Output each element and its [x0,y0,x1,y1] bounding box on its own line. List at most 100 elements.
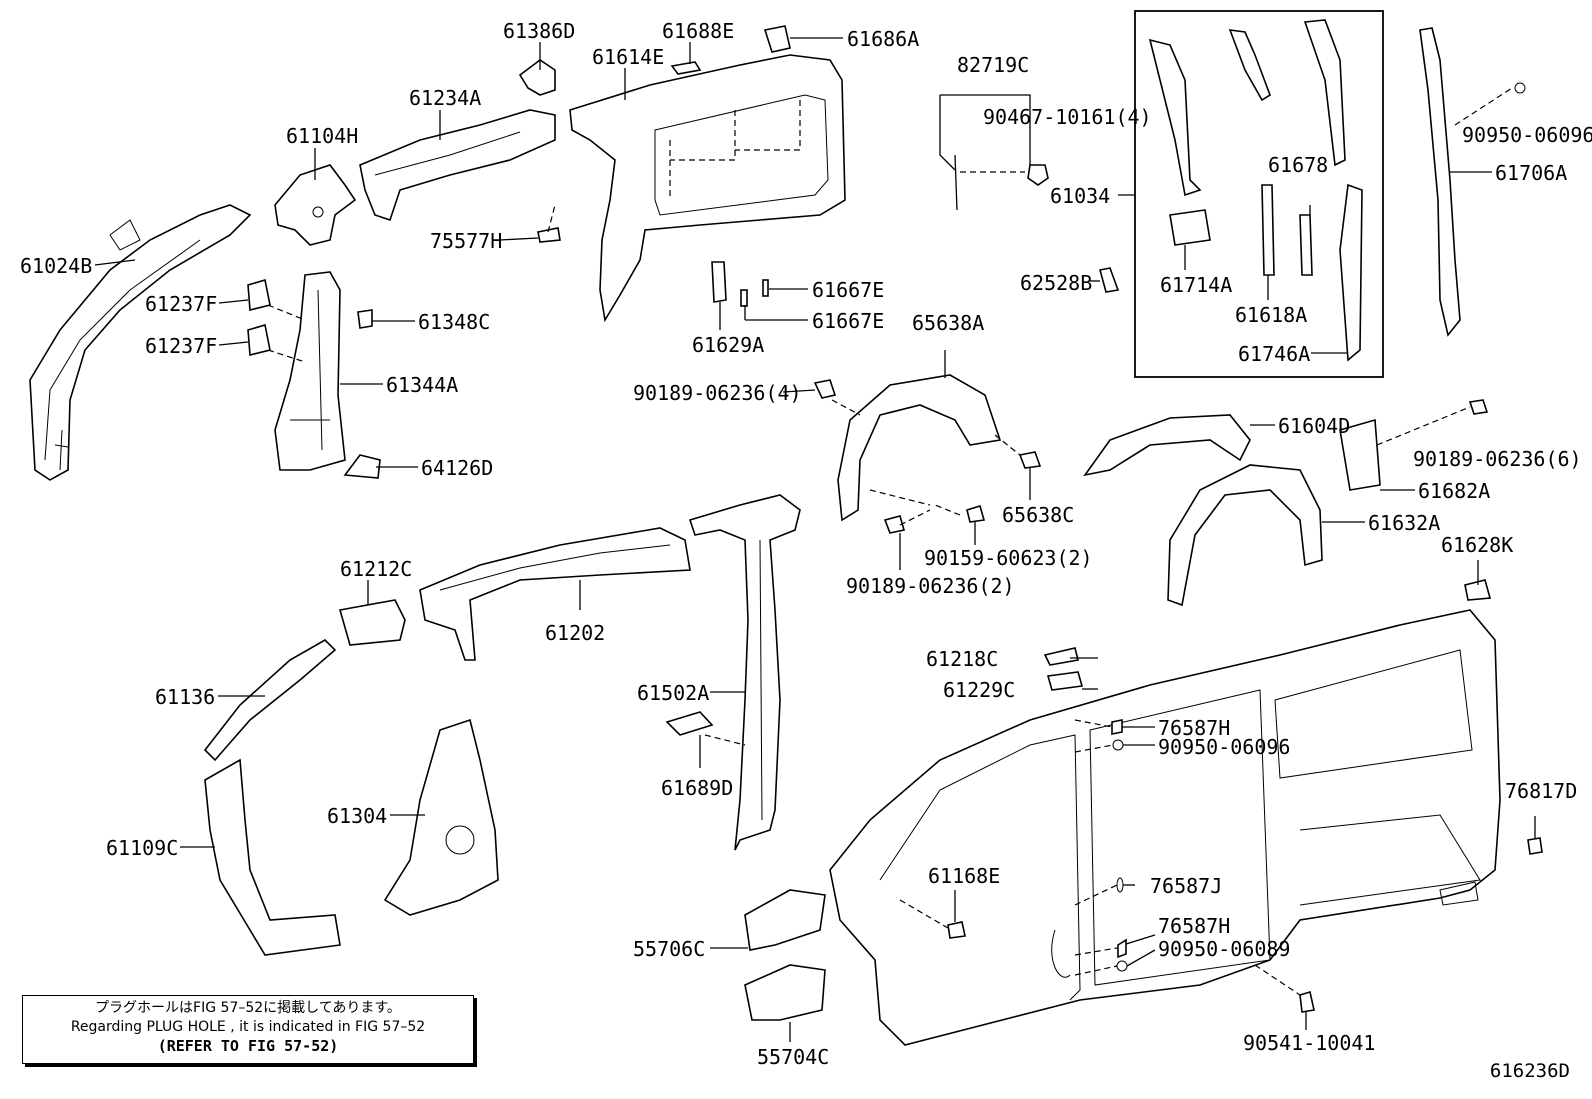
label-90950-06096-b: 90950-06096 [1158,735,1290,759]
label-61614e: 61614E [592,45,664,69]
part-61667e [740,279,769,307]
label-61678: 61678 [1268,153,1328,177]
label-61628k: 61628K [1441,533,1513,557]
leader-lines [94,37,1536,1042]
label-61237f-b: 61237F [145,334,217,358]
label-61688e: 61688E [662,19,734,43]
part-61237f-b [247,323,271,357]
label-90159: 90159-60623(2) [924,546,1093,570]
part-61304 [383,718,499,916]
part-61218c [1043,647,1079,666]
note-reference: (REFER TO FIG 57-52) [157,1037,339,1055]
part-61136 [203,639,337,762]
label-61682a: 61682A [1418,479,1490,503]
label-61386d: 61386D [503,19,575,43]
label-90541: 90541-10041 [1243,1031,1375,1055]
part-61386d [518,59,556,96]
label-55704c: 55704C [757,1045,829,1069]
label-61202: 61202 [545,621,605,645]
label-76587h-a: 76587H [1158,716,1230,740]
part-61688e [670,61,702,75]
part-61686a [763,25,791,53]
part-labels: 61386D 61688E 61686A 61614E 61234A 61104… [20,19,1592,1069]
part-55704c [744,964,826,1021]
part-61604d [1083,414,1251,477]
label-61667e-a: 61667E [812,278,884,302]
label-61344a: 61344A [386,373,458,397]
label-90189-6: 90189-06236(6) [1413,447,1582,471]
label-61746a: 61746A [1238,342,1310,366]
label-61104h: 61104H [286,124,358,148]
label-61212c: 61212C [340,557,412,581]
part-61614e [569,54,846,323]
label-90950-06096-a: 90950-06096 [1462,123,1592,147]
part-61024b [29,204,252,481]
label-61714a: 61714A [1160,273,1232,297]
part-61212c [338,599,406,646]
label-61667e-b: 61667E [812,309,884,333]
plug-hole-note: プラグホールはFIG 57–52に掲載してあります。 Regarding PLU… [22,995,474,1064]
label-90950-06089: 90950-06089 [1158,937,1290,961]
label-61618a: 61618A [1235,303,1307,327]
label-61234a: 61234A [409,86,481,110]
label-61034: 61034 [1050,184,1110,208]
clip-90467 [1027,164,1049,186]
part-55706c [744,889,826,951]
part-82719c [954,154,958,211]
part-61237f-a [247,278,271,312]
label-61168e: 61168E [928,864,1000,888]
part-61344a [274,271,346,471]
label-61237f-a: 61237F [145,292,217,316]
part-64126d [343,454,381,479]
figure-number: 616236D [1489,1060,1570,1082]
label-55706c: 55706C [633,937,705,961]
part-76817d [1527,837,1543,855]
part-61168e [947,921,966,939]
clips-wheelhouse [813,379,1042,534]
part-61706a [1419,27,1461,337]
label-61348c: 61348C [418,310,490,334]
label-82719c: 82719C [957,53,1029,77]
label-61109c: 61109C [106,836,178,860]
part-61104h [274,164,357,246]
label-61632a: 61632A [1368,511,1440,535]
label-61218c: 61218C [926,647,998,671]
part-62528b [1099,267,1120,293]
part-61229c [1046,671,1084,691]
label-61604d: 61604D [1278,414,1350,438]
part-61689d [665,711,714,736]
label-76587h-b: 76587H [1158,914,1230,938]
note-japanese: プラグホールはFIG 57–52に掲載してあります。 [95,1000,401,1016]
part-65638a [837,374,1002,522]
label-61706a: 61706A [1495,161,1567,185]
label-76817d: 76817D [1505,779,1577,803]
label-64126d: 64126D [421,456,493,480]
part-61234a [359,109,556,222]
label-62528b: 62528B [1020,271,1092,295]
label-90189-2: 90189-06236(2) [846,574,1015,598]
plug-holes-panel [1111,719,1315,1013]
label-61629a: 61629A [692,333,764,357]
part-61348c [357,309,373,329]
label-61502a: 61502A [637,681,709,705]
part-61109c [204,758,341,956]
label-61686a: 61686A [847,27,919,51]
part-61632a [1167,464,1323,607]
label-65638c: 65638C [1002,503,1074,527]
label-61689d: 61689D [661,776,733,800]
label-75577h: 75577H [430,229,502,253]
label-61136: 61136 [155,685,215,709]
kit-61034-box [1134,10,1384,378]
plug-90950-06096-a [1514,82,1526,94]
note-english: Regarding PLUG HOLE , it is indicated in… [70,1019,426,1035]
label-65638a: 65638A [912,311,984,335]
label-61229c: 61229C [943,678,1015,702]
label-76587j: 76587J [1150,874,1222,898]
label-90189-4: 90189-06236(4) [633,381,802,405]
label-61024b: 61024B [20,254,92,278]
part-61682a [1339,399,1489,491]
part-75577h [537,227,561,243]
part-61629a [711,261,727,303]
part-61502a [688,494,801,851]
